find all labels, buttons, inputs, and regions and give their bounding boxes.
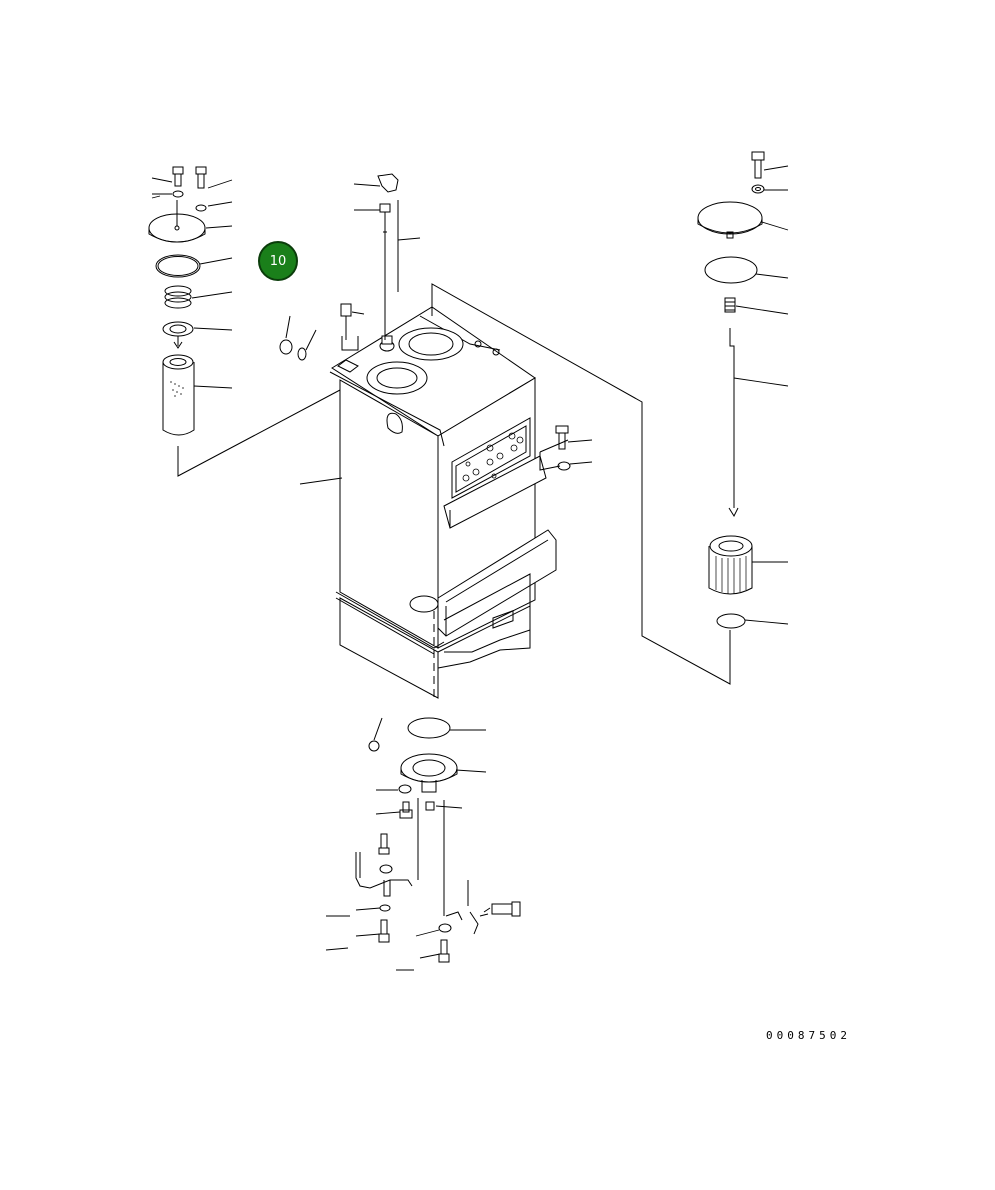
- callout-leaders: [152, 166, 788, 970]
- bolt-icon: [540, 426, 570, 470]
- hose-icon: [356, 798, 520, 934]
- washer-icon: [752, 185, 764, 193]
- filter-cartridge-icon: [709, 536, 752, 594]
- cover-icon: [698, 202, 762, 238]
- gasket-icon: [705, 257, 757, 283]
- spring-icon: [165, 286, 191, 308]
- filter-cartridge-icon: [163, 355, 194, 435]
- strainer-icon: [163, 322, 193, 348]
- spring-icon: [725, 298, 735, 312]
- cover-icon: [149, 200, 205, 242]
- plug-icon: [280, 316, 316, 360]
- hydraulic-tank-icon: [330, 307, 556, 700]
- washer-icon: [380, 785, 451, 932]
- gasket-icon: [408, 718, 450, 738]
- o-ring-icon: [717, 614, 745, 628]
- leader-line: [178, 390, 340, 476]
- breather-icon: [378, 174, 398, 340]
- callout-badge[interactable]: 10: [258, 241, 298, 281]
- drain-flange-icon: [401, 754, 457, 792]
- bolt-icon: [173, 167, 206, 188]
- drawing-number: 00087502: [766, 1029, 851, 1042]
- bolt-icon: [752, 152, 764, 178]
- plug-icon: [369, 718, 382, 751]
- bolt-icon: [379, 802, 449, 962]
- gasket-icon: [156, 255, 200, 277]
- leader-line: [432, 284, 730, 684]
- washer-icon: [173, 191, 206, 211]
- rod-icon: [729, 328, 738, 516]
- level-gauge-icon: [341, 304, 358, 350]
